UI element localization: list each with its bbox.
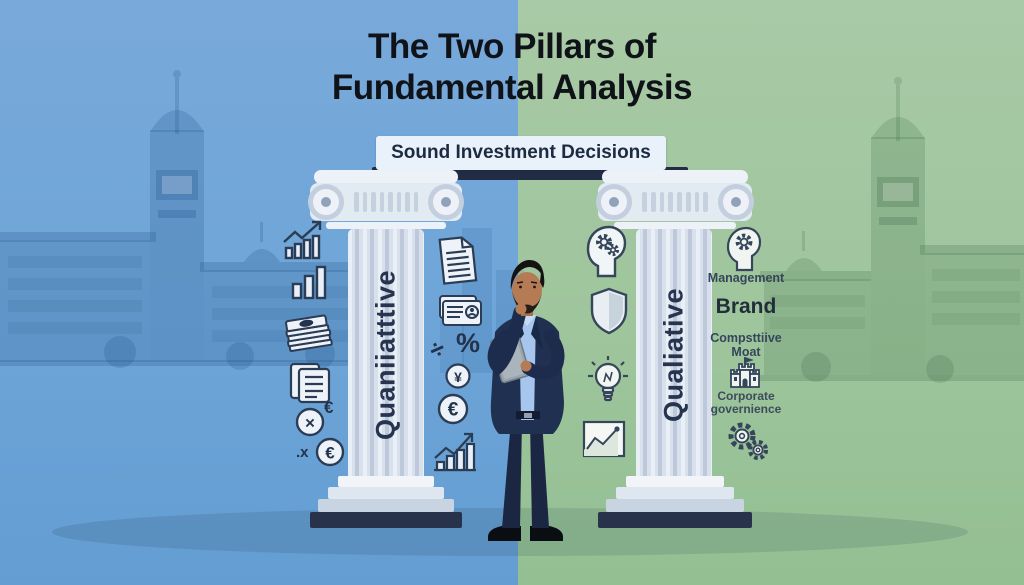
money-stack-icon — [285, 314, 333, 352]
pillar-shaft — [348, 229, 424, 476]
title-line-2: Fundamental Analysis — [331, 68, 693, 107]
pillar-label-quantitative: Quaniiatttive — [370, 269, 401, 441]
euro-symbol: € — [324, 398, 334, 417]
title-line-1: The Two Pillars of — [368, 27, 656, 66]
euro-circle-icon: € — [315, 437, 345, 467]
pillar-dentils — [354, 192, 418, 212]
volute-icon — [596, 184, 632, 220]
label-competitive-moat-line1: Compsttiive — [710, 331, 782, 345]
pillar-quantitative: Quaniiatttive — [308, 170, 464, 528]
pillar-qualitative: Qualiative — [596, 170, 754, 528]
pillar-abacus — [602, 170, 748, 184]
document-icon — [438, 236, 478, 285]
pillar-abacus — [314, 170, 458, 184]
bar-chart-icon — [291, 265, 327, 300]
rising-bar-chart-icon — [434, 432, 476, 472]
percent-symbol: % — [456, 328, 481, 358]
euro-circle-icon: € — [437, 393, 469, 425]
svg-text:€: € — [448, 400, 459, 421]
volute-icon — [718, 184, 754, 220]
chart-frame-icon — [582, 420, 626, 458]
documents-icon — [289, 362, 331, 404]
pillar-dentils — [642, 192, 708, 212]
multiply-circle-icon: × — [295, 407, 325, 437]
volute-icon — [308, 184, 344, 220]
label-corporate-line2: governience — [710, 402, 782, 416]
label-corporate-line1: Corporate — [717, 389, 775, 403]
pillar-capital — [596, 183, 754, 221]
label-competitive-moat-line2: Moat — [731, 345, 761, 359]
svg-text:×: × — [305, 414, 315, 433]
pillar-shaft — [636, 229, 712, 476]
dot-x-symbol: .x — [296, 444, 309, 461]
yen-circle-icon: ¥ — [445, 363, 471, 389]
pillar-echinus — [614, 222, 736, 229]
banner: Sound Investment Decisions — [376, 136, 666, 170]
banner-label: Sound Investment Decisions — [391, 142, 651, 163]
gears-icon — [728, 422, 769, 461]
shield-icon — [590, 287, 628, 335]
castle-icon — [730, 357, 760, 388]
svg-text:€: € — [325, 444, 335, 463]
growth-chart-icon — [283, 220, 322, 260]
pillar-capital — [308, 183, 464, 221]
label-management: Management — [707, 271, 785, 285]
page-title: The Two Pillars of Fundamental Analysis — [0, 26, 1024, 108]
label-brand: Brand — [715, 295, 777, 318]
head-gear-icon — [726, 226, 762, 272]
city-skyline-right — [760, 77, 1024, 383]
head-gears-icon — [586, 225, 627, 278]
pillar-plinth — [598, 512, 752, 528]
pillar-plinth — [310, 512, 462, 528]
volute-icon — [428, 184, 464, 220]
lightbulb-icon — [588, 356, 628, 402]
id-cards-icon — [439, 295, 482, 326]
businessman-figure — [487, 260, 565, 541]
pillar-echinus — [326, 222, 446, 229]
svg-text:¥: ¥ — [454, 369, 462, 385]
